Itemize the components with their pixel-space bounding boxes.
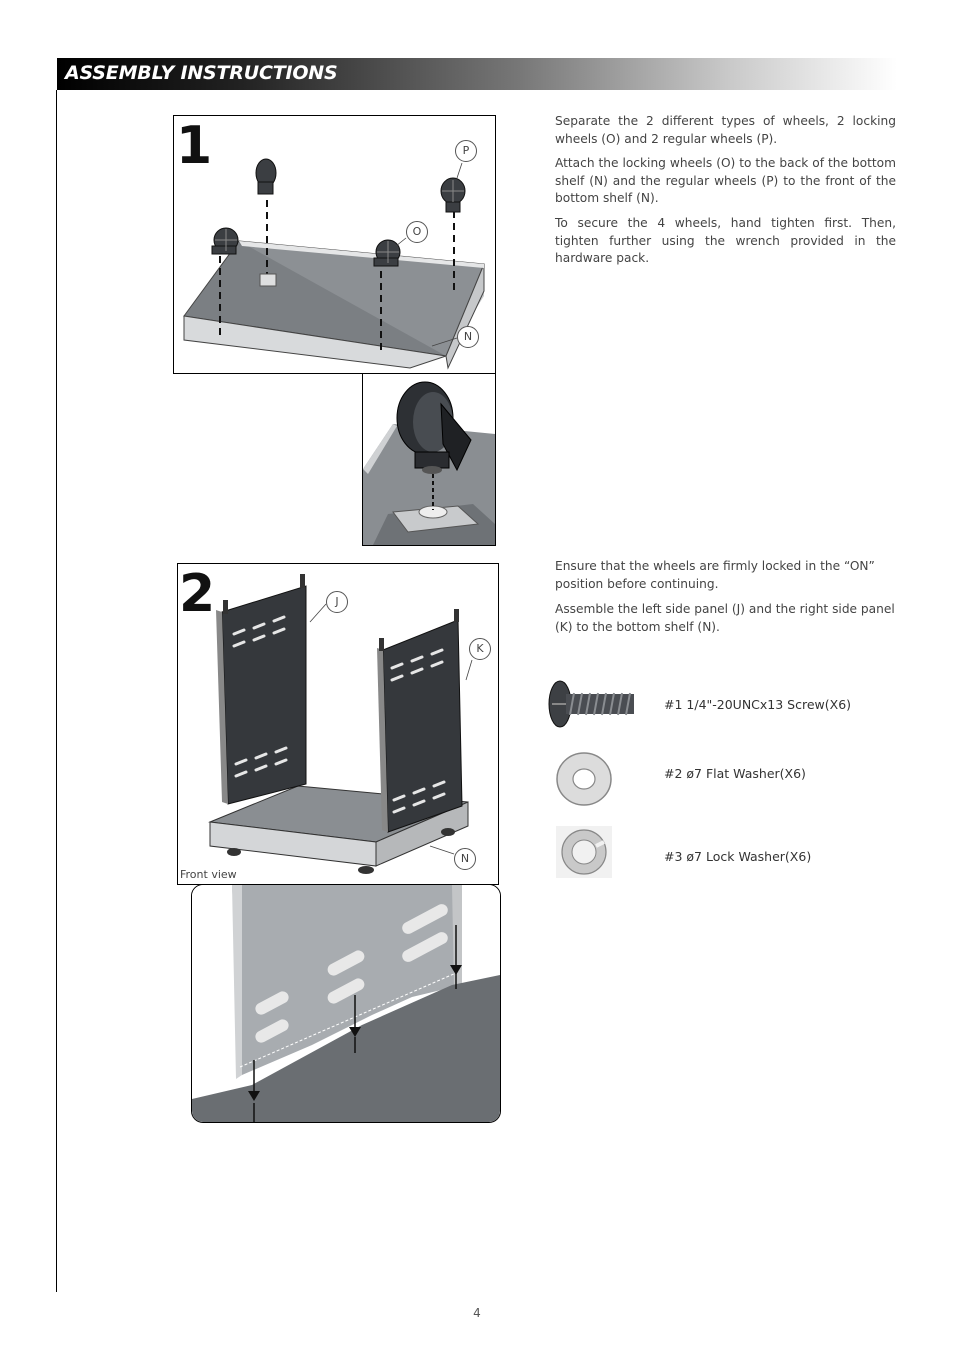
step2-paragraph-1: Ensure that the wheels are firmly locked… [555, 559, 875, 591]
callout-p: P [455, 140, 477, 162]
callout-n: N [457, 326, 479, 348]
step2-paragraph-2: Assemble the left side panel (J) and the… [555, 602, 895, 634]
callout-j: J [326, 591, 348, 613]
section-title: ASSEMBLY INSTRUCTIONS [65, 62, 338, 84]
side-panels-drawing [208, 574, 473, 874]
hardware-flat-washer-label: #2 ø7 Flat Washer(X6) [664, 766, 806, 781]
step1-paragraph-1: Separate the 2 different types of wheels… [555, 114, 896, 146]
hardware-lock-washer-label: #3 ø7 Lock Washer(X6) [664, 849, 812, 864]
flat-washer-icon [556, 752, 612, 806]
hardware-screw-label: #1 1/4"-20UNCx13 Screw(X6) [664, 697, 852, 712]
step2-number: 2 [179, 564, 216, 624]
callout-n-step2: N [454, 848, 476, 870]
locking-wheel-closeup [363, 374, 495, 545]
step1-paragraph-3: To secure the 4 wheels, hand tighten fir… [555, 216, 896, 265]
step1-wheel-detail [362, 373, 496, 546]
margin-rule [56, 90, 57, 1292]
shelf-wheels-drawing [183, 158, 485, 370]
callout-k: K [469, 638, 491, 660]
screw-icon [548, 680, 634, 728]
front-view-caption: Front view [180, 868, 237, 881]
panel-alignment-closeup [192, 885, 500, 1122]
step1-illustration: 1 [173, 115, 496, 374]
step1-paragraph-2: Attach the locking wheels (O) to the bac… [555, 156, 896, 205]
step1-number: 1 [176, 116, 213, 176]
section-header-banner: ASSEMBLY INSTRUCTIONS [57, 58, 897, 90]
step2-panel-detail [191, 884, 501, 1123]
page-number: 4 [473, 1306, 481, 1320]
lock-washer-icon [556, 826, 612, 878]
callout-o: O [406, 221, 428, 243]
step2-illustration: 2 [177, 563, 499, 885]
